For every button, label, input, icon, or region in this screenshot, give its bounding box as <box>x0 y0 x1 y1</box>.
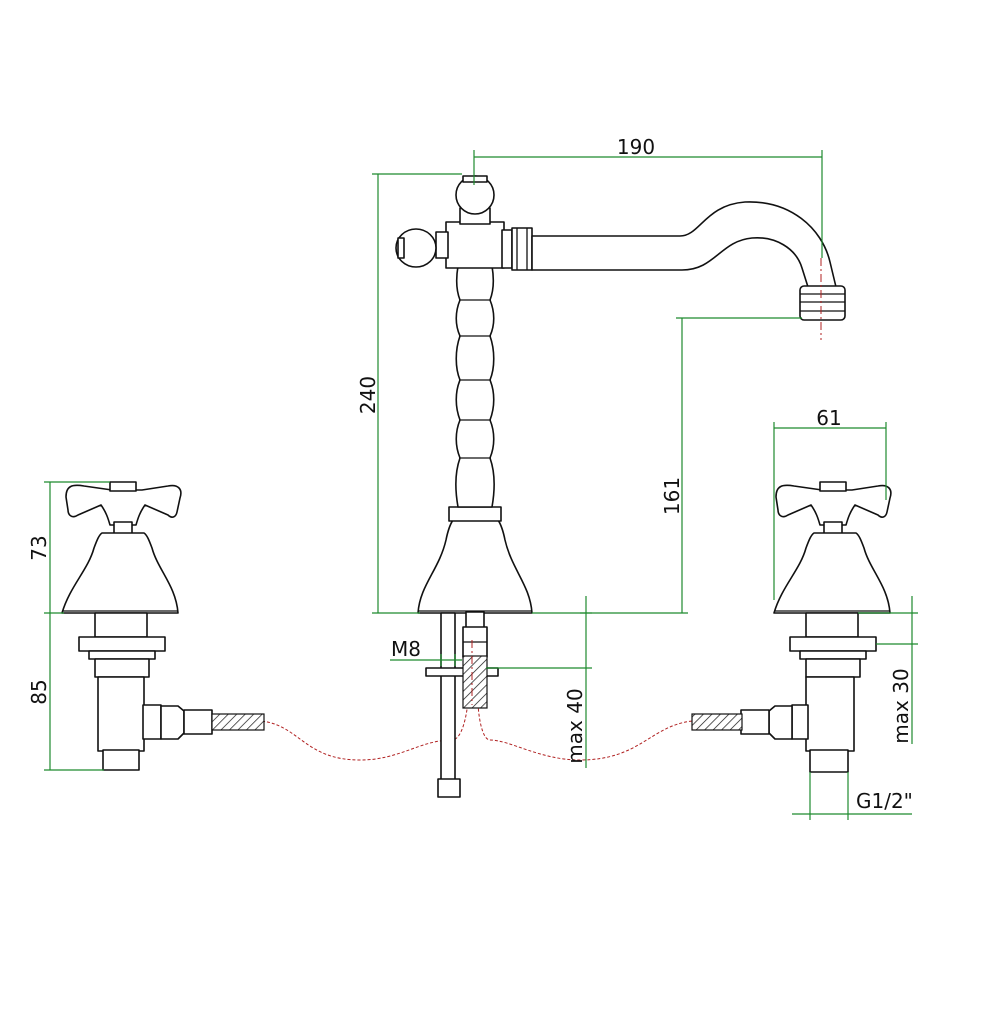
right-cross-handle-valve <box>691 481 892 773</box>
dim-thread-rod: M8 <box>391 637 421 661</box>
dim-outlet-height: 161 <box>660 477 684 515</box>
dimension-labels: 190 240 161 61 73 85 M8 max 40 max 30 G1… <box>27 135 913 813</box>
dimension-lines <box>44 150 918 820</box>
center-mixer-body <box>395 175 533 614</box>
dim-handle-width: 61 <box>816 406 841 430</box>
dim-handle-height: 73 <box>27 535 51 560</box>
dim-spout-reach: 190 <box>617 135 655 159</box>
dim-deck-right: max 30 <box>889 668 913 743</box>
flexible-hoses <box>261 699 693 761</box>
dim-total-height: 240 <box>356 376 380 414</box>
center-mounting-parts <box>425 611 499 798</box>
dim-deck-left: max 40 <box>563 688 587 763</box>
spout <box>501 201 846 340</box>
left-cross-handle-valve <box>61 481 265 771</box>
dim-valve-depth: 85 <box>27 679 51 704</box>
dim-inlet-thread: G1/2" <box>856 789 913 813</box>
